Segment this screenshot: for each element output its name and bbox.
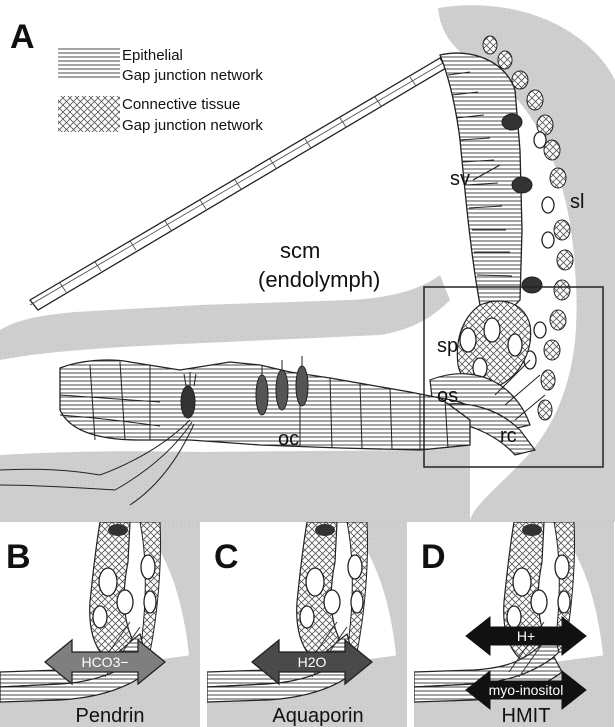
label-sp: sp (437, 335, 458, 357)
legend-epithelial-line1: Epithelial (122, 47, 183, 64)
legend: Epithelial Gap junction network Connecti… (58, 46, 263, 134)
panel-c: C H2O Aquaporin (207, 522, 407, 727)
aquaporin-arrow-label: H2O (298, 654, 327, 670)
caption-aquaporin: Aquaporin (272, 705, 363, 727)
legend-connective-line2: Gap junction network (122, 117, 263, 134)
panel-letter-c: C (214, 538, 239, 576)
label-os: os (437, 385, 458, 407)
label-rc: rc (500, 425, 517, 447)
label-sv: sv (450, 168, 470, 190)
panel-a: A Epithelial Gap junction network Connec… (0, 5, 615, 522)
hmit-arrow-bottom-label: myo-inositol (489, 682, 564, 698)
inner-hair-cell (181, 386, 195, 418)
label-endolymph: (endolymph) (258, 267, 380, 292)
panel-letter-a: A (10, 18, 35, 56)
lower-bony-region (0, 445, 470, 522)
hmit-arrow-top-label: H+ (517, 628, 535, 644)
panel-letter-d: D (421, 538, 446, 576)
pendrin-arrow-label: HCO3− (81, 654, 128, 670)
label-oc: oc (278, 428, 299, 450)
panel-d: D H+ myo-inositol HMIT (414, 522, 614, 727)
legend-swatch-connective (58, 96, 120, 132)
caption-pendrin: Pendrin (76, 705, 145, 727)
label-scm: scm (280, 238, 320, 263)
legend-connective-line1: Connective tissue (122, 96, 240, 113)
panel-letter-b: B (6, 538, 31, 576)
legend-swatch-epithelial (58, 46, 120, 80)
label-sl: sl (570, 191, 584, 213)
caption-hmit: HMIT (502, 705, 551, 727)
legend-epithelial-line2: Gap junction network (122, 67, 263, 84)
panel-b: B HCO3− Pendrin (0, 522, 200, 727)
